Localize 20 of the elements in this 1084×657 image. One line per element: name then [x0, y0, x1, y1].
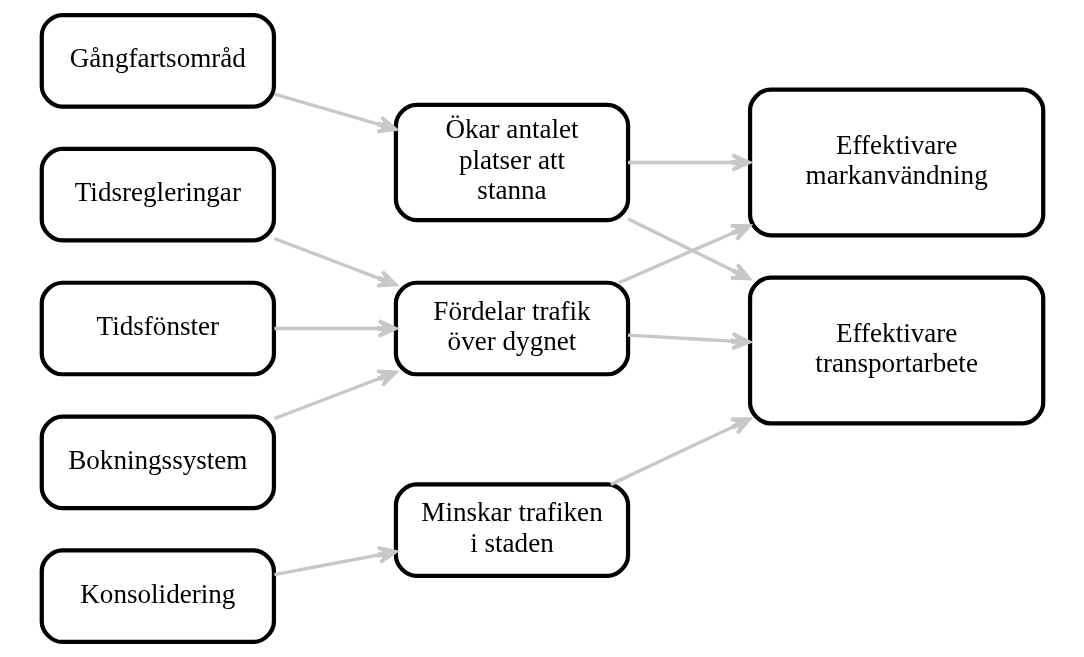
arrow [273, 92, 397, 134]
node-box: Bokningssystem [39, 414, 276, 511]
node-box: Konsolidering [39, 548, 276, 645]
node-box: Effektivare markanvändning [747, 87, 1045, 238]
arrow [273, 236, 397, 288]
node-box: Minskar trafiken i staden [393, 482, 630, 578]
arrow [273, 369, 397, 421]
arrow [627, 331, 751, 351]
arrow [617, 223, 751, 285]
node-box: Tidsregleringar [39, 146, 276, 243]
node-box: Ökar antalet platser att stanna [393, 102, 630, 223]
arrow [626, 217, 751, 281]
arrow [273, 319, 397, 338]
node-box: Effektivare transportarbete [747, 275, 1045, 426]
node-box: Fördelar trafik över dygnet [393, 280, 630, 377]
node-box: Tidsfönster [39, 280, 276, 377]
node-box: Gångfartsområd [39, 12, 276, 109]
arrow [273, 545, 397, 577]
arrow [627, 153, 751, 172]
arrow [609, 417, 751, 486]
